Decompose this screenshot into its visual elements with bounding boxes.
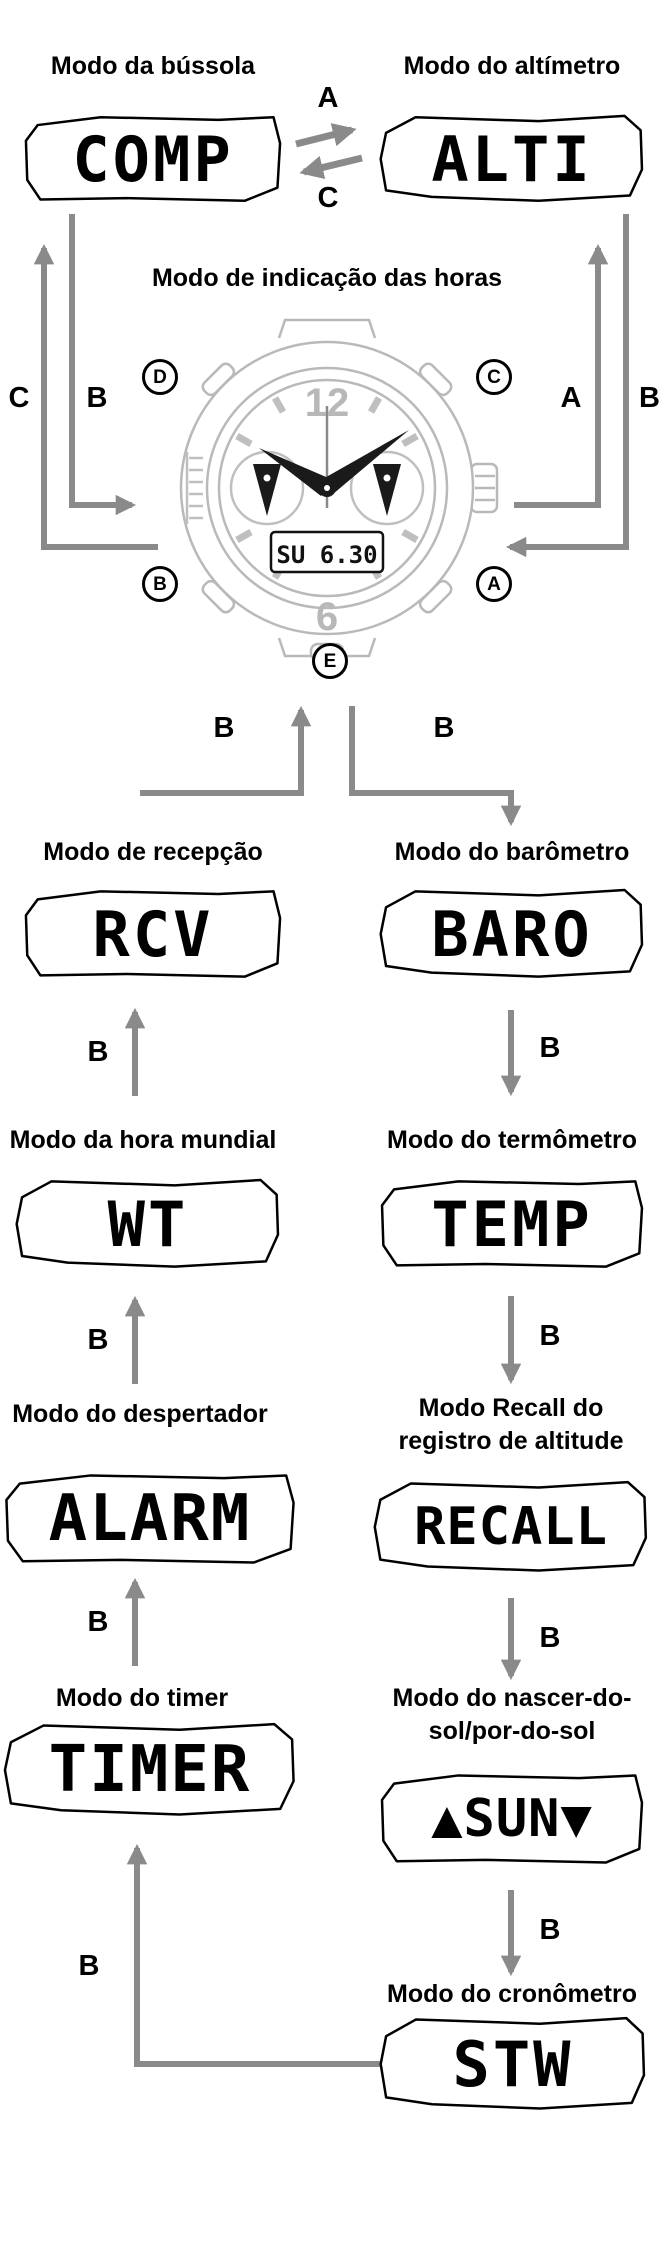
- minute-hand: [321, 430, 409, 494]
- stw-display-text: STW: [452, 2027, 574, 2101]
- recall-display-text: RECALL: [414, 1497, 608, 1557]
- analog-watch-drawing: 12 6 SU 6.30: [179, 318, 499, 662]
- left-subdial-needle: [253, 464, 281, 516]
- alti-mode-panel: ALTI: [378, 112, 646, 206]
- arrow-alti-to-comp: [299, 154, 363, 180]
- col-left-b-label-1: B: [87, 1036, 109, 1068]
- right-subdial-needle: [373, 464, 401, 516]
- altitude-recall-mode-label: Modo Recall do registro de altitude: [398, 1394, 624, 1455]
- hands-hub-center: [324, 485, 330, 491]
- timekeeping-mode-title: Modo de indicação das horas: [151, 264, 503, 292]
- lcd-panel-outline: [378, 112, 646, 206]
- wt-mode-panel: WT: [14, 1176, 282, 1272]
- right-inner-arrow-label: A: [560, 382, 582, 414]
- comp-mode-panel: COMP: [22, 112, 284, 206]
- stw-mode-panel: STW: [378, 2014, 648, 2114]
- col-right-b-label-3: B: [539, 1622, 561, 1654]
- col-left-b-label-2: B: [87, 1324, 109, 1356]
- watch-bezel-inner: [217, 378, 437, 598]
- watch-illustration: 12 6 SU 6.30: [145, 318, 509, 668]
- arrow-comp-to-alti: [295, 123, 357, 148]
- col-right-b-label-1: B: [539, 1032, 561, 1064]
- hour-hand: [259, 448, 333, 496]
- sunrise-sunset-mode-label: Modo do nascer-do-sol/por-do-sol: [392, 1684, 632, 1745]
- baro-mode-panel: BARO: [378, 886, 646, 982]
- lcd-date-text: SU 6.30: [276, 541, 377, 569]
- below-right-b-label: B: [433, 712, 455, 744]
- reception-mode-label: Modo de recepção: [43, 838, 263, 866]
- wt-display-text: WT: [107, 1187, 189, 1261]
- button-d-circle: D: [142, 359, 178, 395]
- alarm-mode-panel: ALARM: [2, 1470, 298, 1568]
- timer-display-text: TIMER: [48, 1733, 252, 1807]
- lcd-panel-outline: [2, 1470, 298, 1568]
- altimeter-mode-label: Modo do altímetro: [403, 52, 621, 80]
- alarm-mode-label: Modo do despertador: [12, 1400, 268, 1428]
- altimeter-scale-ticks: [185, 452, 203, 524]
- button-a-circle: A: [476, 566, 512, 602]
- temp-display-text: TEMP: [431, 1187, 593, 1261]
- button-b-circle: B: [142, 566, 178, 602]
- rcv-display-text: RCV: [92, 897, 214, 971]
- button-c-circle: C: [476, 359, 512, 395]
- left-subdial-needle-hole: [263, 474, 271, 482]
- lcd-panel-outline: [378, 886, 646, 982]
- lcd-panel-outline: [378, 1770, 646, 1868]
- compass-mode-label: Modo da bússola: [50, 52, 256, 80]
- button-e-circle: E: [312, 643, 348, 679]
- stopwatch-mode-label: Modo do cronômetro: [387, 1980, 637, 2008]
- right-subdial: [349, 450, 425, 526]
- baro-display-text: BARO: [431, 897, 593, 971]
- left-outer-arrow-label: C: [8, 382, 30, 414]
- world-time-mode-label: Modo da hora mundial: [9, 1126, 277, 1154]
- comp-display-text: COMP: [72, 122, 234, 196]
- lcd-panel-outline: [22, 886, 284, 982]
- button-c-arrow-label: C: [317, 182, 339, 214]
- alti-display-text: ALTI: [431, 122, 593, 196]
- connector-stw-to-timer: [126, 1843, 380, 2067]
- connector-comp-to-time: [69, 214, 137, 516]
- recall-mode-panel: RECALL: [372, 1478, 650, 1576]
- alarm-display-text: ALARM: [48, 1482, 252, 1556]
- right-outer-arrow-label: B: [639, 382, 660, 414]
- lcd-panel-outline: [14, 1176, 282, 1272]
- lcd-panel-outline: [2, 1720, 298, 1820]
- lcd-panel-outline: [372, 1478, 650, 1576]
- lcd-panel-outline: [378, 1176, 646, 1272]
- button-a-arrow-label: A: [317, 82, 339, 114]
- thermometer-mode-label: Modo do termômetro: [387, 1126, 637, 1154]
- bottom-b-label: B: [78, 1950, 100, 1982]
- lcd-panel-outline: [22, 112, 284, 206]
- lcd-panel-outline: [378, 2014, 648, 2114]
- top-lug: [277, 318, 377, 339]
- watch-bezel-outer: [205, 366, 449, 610]
- right-subdial-needle-hole: [383, 474, 391, 482]
- timer-mode-panel: TIMER: [2, 1720, 298, 1820]
- lcd-window: [269, 530, 385, 574]
- sun-mode-panel: ▲SUN▼: [378, 1770, 646, 1868]
- temp-mode-panel: TEMP: [378, 1176, 646, 1272]
- rcv-mode-panel: RCV: [22, 886, 284, 982]
- sun-display-text: ▲SUN▼: [431, 1789, 593, 1849]
- col-right-b-label-4: B: [539, 1914, 561, 1946]
- left-inner-arrow-label: B: [86, 382, 108, 414]
- barometer-mode-label: Modo do barômetro: [394, 838, 630, 866]
- col-left-b-label-3: B: [87, 1606, 109, 1638]
- dial-numeral-6: 6: [316, 595, 338, 639]
- timer-mode-label: Modo do timer: [55, 1684, 229, 1712]
- below-left-b-label: B: [213, 712, 235, 744]
- col-right-b-label-2: B: [539, 1320, 561, 1352]
